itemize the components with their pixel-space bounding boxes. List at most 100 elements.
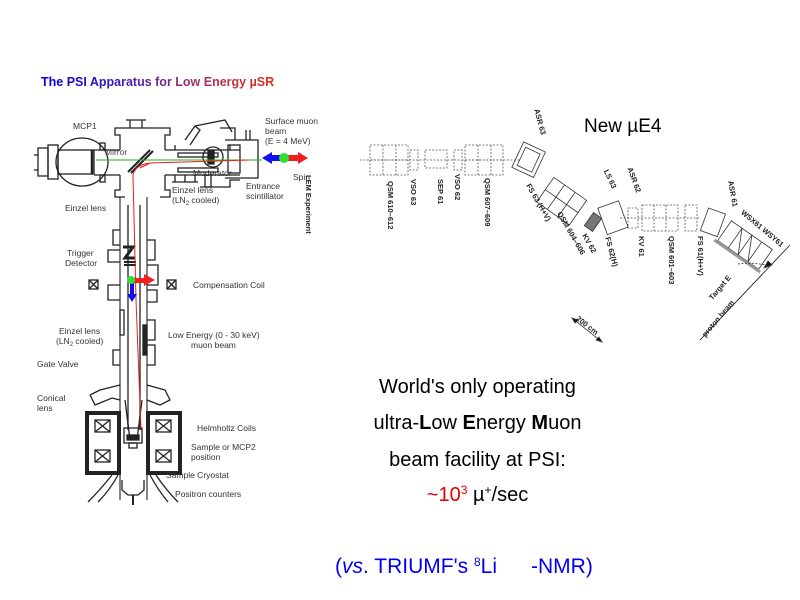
sep61	[424, 149, 448, 169]
label-text: cooled)	[189, 195, 220, 205]
spin-dot-icon	[279, 153, 289, 163]
label-conical-1: Conical	[37, 393, 66, 403]
label-surface-beam-2: beam	[265, 126, 287, 136]
quad-qsm604	[536, 176, 588, 226]
label-gate-valve: Gate Valve	[37, 359, 79, 369]
target-marker-icon	[763, 260, 773, 269]
entrance-scintillator	[225, 139, 259, 179]
label-text: (LN	[172, 195, 186, 205]
beamline-label: KV 61	[637, 236, 646, 257]
arrow-right-icon	[298, 152, 308, 164]
text: uon	[548, 412, 582, 434]
label-entrance-2: scintillator	[246, 191, 284, 201]
beamline-bend-section	[511, 141, 629, 236]
label-entrance-1: Entrance	[246, 181, 281, 191]
label-subscript: 2	[69, 342, 74, 348]
spin-dot-icon	[127, 276, 135, 284]
label-moderator: Moderator	[193, 168, 232, 178]
kv61	[627, 207, 639, 229]
fs61	[684, 204, 698, 232]
label-compensation-coil: Compensation Coil	[193, 280, 265, 290]
muon-rate: ~103 µ+/sec	[330, 484, 625, 507]
beamline-label: LEM Experiment	[304, 175, 313, 234]
label-surface-beam-1: Surface muon	[265, 116, 318, 126]
beamline-label: FS 61(H+V)	[696, 236, 705, 276]
label-einzel-top-2: (LN2 cooled)	[172, 195, 219, 209]
moderator-disc	[202, 146, 224, 168]
helmholtz-coil-left	[85, 411, 121, 475]
apparatus-hardware	[34, 119, 259, 505]
label-einzel-low-1: Einzel lens	[59, 326, 101, 336]
description-line-1: World's only operating	[379, 376, 576, 398]
asr63	[511, 141, 546, 178]
bold-letter: M	[531, 412, 549, 434]
label-spin: Spin	[293, 172, 311, 182]
label-trigger-1: Trigger	[67, 248, 94, 258]
arrow-right-icon	[144, 274, 155, 286]
description-line-2: ultra-Low Energy Muon	[330, 412, 625, 435]
beam-paths	[96, 159, 262, 431]
label-text: cooled)	[73, 336, 104, 346]
mcp1-endcap	[37, 147, 49, 177]
label-sample-2: position	[191, 452, 221, 462]
label-positron-counters: Positron counters	[175, 489, 242, 499]
label-mcp1: MCP1	[73, 121, 97, 131]
beamline-target-section	[571, 207, 791, 343]
bold-letter: L	[419, 412, 432, 434]
quad-qsm601	[641, 204, 679, 232]
label-low-energy-2: muon beam	[191, 340, 236, 350]
helmholtz-coil-right	[146, 411, 182, 475]
description-line-3: beam facility at PSI:	[389, 449, 566, 471]
label-low-energy-1: Low Energy (0 - 30 keV)	[168, 330, 260, 340]
isotope-mass: 8	[473, 555, 481, 569]
label-einzel-low-2: (LN2 cooled)	[56, 336, 103, 350]
beamline-label: VSO 63	[409, 179, 418, 206]
text: . TRIUMF's	[363, 555, 474, 578]
text: -NMR)	[531, 555, 593, 578]
label-helmholtz: Helmholtz Coils	[197, 423, 257, 433]
vs-italic: vs	[342, 555, 363, 578]
bold-letter: E	[462, 412, 476, 434]
compensation-coil-left	[88, 279, 99, 290]
comparison-line: (vs. TRIUMF's 8Li -NMR)	[335, 555, 593, 579]
asr61	[699, 207, 727, 238]
label-text: (LN	[56, 336, 70, 346]
beamline-straight-section	[620, 204, 700, 232]
apparatus-title: The PSI Apparatus for Low Energy µSR	[41, 75, 275, 89]
beamline-label: QSM 607–609	[483, 178, 492, 227]
text: (	[335, 555, 342, 578]
beamline-label: SEP 61	[436, 179, 445, 205]
scale-bar	[571, 317, 603, 343]
trigger-detector-glyph	[122, 245, 136, 260]
vso62	[453, 149, 463, 171]
text: nergy	[475, 412, 532, 434]
label-mirror: Mirror	[105, 147, 128, 157]
isotope-symbol: Li	[480, 555, 497, 578]
rate-unit: /sec	[491, 484, 529, 506]
ls63	[583, 212, 603, 232]
rate-unit: µ	[467, 484, 485, 506]
beamline-label: QSM 610–612	[386, 181, 395, 230]
label-einzel-left: Einzel lens	[65, 203, 107, 213]
label-surface-beam-3: (E = 4 MeV)	[265, 136, 311, 146]
label-cryostat: Sample Cryostat	[166, 470, 229, 480]
beamline-elements	[360, 144, 520, 176]
beamline-label: VSO 62	[453, 174, 462, 201]
label-einzel-top-1: Einzel lens	[172, 185, 214, 195]
label-trigger-2: Detector	[65, 258, 98, 268]
beamline-title: New µE4	[584, 116, 662, 137]
spin-arrows-column	[127, 274, 155, 302]
label-sample-1: Sample or MCP2	[191, 442, 256, 452]
text: ultra-	[373, 412, 420, 434]
label-subscript: 2	[185, 201, 190, 207]
scale-arrow-icon	[595, 336, 603, 343]
asr62	[597, 200, 629, 236]
spin-arrows-top	[262, 152, 308, 164]
text: ow	[431, 412, 463, 434]
rate-exponent: 3	[460, 483, 468, 497]
compensation-coil-right	[166, 279, 177, 290]
rate-value: ~103	[427, 484, 468, 506]
scale-arrow-icon	[571, 317, 579, 324]
